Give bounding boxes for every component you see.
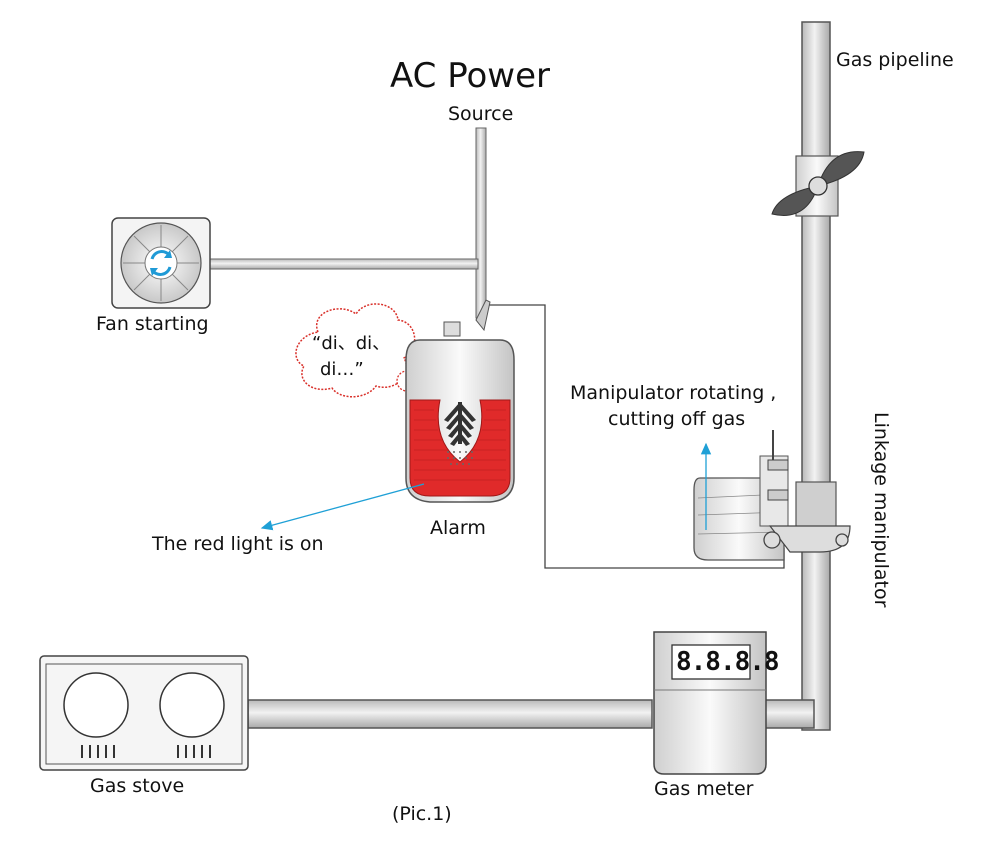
red-light-pointer	[260, 483, 425, 531]
power-pipe	[207, 127, 487, 319]
red-light-label: The red light is on	[152, 533, 324, 555]
gas-meter-label: Gas meter	[654, 778, 754, 800]
gas-stove	[39, 655, 249, 771]
manipulator-label-line2: cutting off gas	[608, 408, 746, 430]
meter-display: 8.8.8.8	[676, 647, 780, 677]
alarm-red-light	[414, 409, 506, 481]
gas-stove-label: Gas stove	[90, 775, 185, 797]
rotate-icon	[150, 250, 172, 276]
manipulator-label-line1: Manipulator rotating ,	[570, 382, 777, 404]
diagram-title: AC Power	[390, 56, 551, 96]
gas-pipeline-label: Gas pipeline	[836, 49, 954, 71]
figure-caption: (Pic.1)	[392, 803, 452, 825]
signal-wire	[488, 304, 785, 569]
linkage-manipulator-label: Linkage manipulator	[869, 412, 892, 608]
gas-pipeline	[801, 21, 831, 731]
alarm-label: Alarm	[430, 517, 486, 539]
horizontal-gas-pipe	[247, 699, 815, 729]
gas-meter	[653, 631, 767, 775]
fan-label: Fan starting	[96, 313, 209, 335]
exhaust-fan	[111, 217, 211, 309]
speaker-holes	[447, 451, 473, 465]
pipeline-fan	[771, 151, 865, 217]
speech-line-2: di…”	[320, 359, 364, 380]
sensor-grille	[444, 402, 476, 446]
speech-line-1: “di、di、	[312, 333, 391, 354]
linkage-manipulator	[693, 430, 851, 561]
gas-alarm-device	[405, 299, 515, 503]
source-label: Source	[448, 103, 514, 125]
